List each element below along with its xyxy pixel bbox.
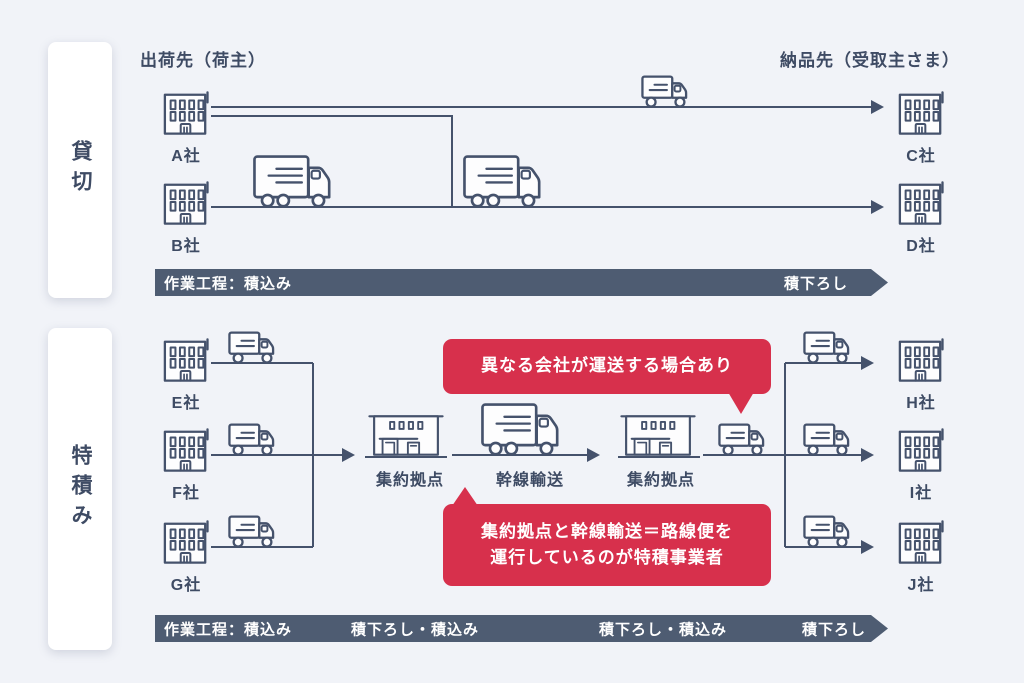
company-c-label: C社 [906, 148, 936, 165]
different-carrier-callout: 異なる会社が運送する場合あり [443, 339, 771, 394]
shipper-header: 出荷先（荷主） [140, 51, 266, 70]
company-b-label: B社 [171, 238, 201, 255]
hub-out-label: 集約拠点 [626, 472, 695, 489]
operator-text-line1: 集約拠点と幹線輸送＝路線便を [481, 521, 733, 541]
operator-callout: 集約拠点と幹線輸送＝路線便を 運行しているのが特積事業者 [443, 504, 771, 586]
section-kashikiri-card: 貸切 [48, 42, 112, 298]
company-g-label: G社 [170, 577, 202, 594]
small-truck-icon [228, 423, 278, 456]
receiver-header: 納品先（受取主さま） [780, 51, 960, 70]
building-icon [162, 425, 210, 473]
warehouse-icon [368, 413, 444, 458]
callout-tail-up [452, 487, 478, 506]
hub-in-label: 集約拠点 [375, 472, 444, 489]
tokutsumi-label: 特積み [69, 444, 92, 534]
building-icon [162, 517, 210, 565]
building-icon [897, 88, 945, 136]
company-f-label: F社 [172, 485, 200, 502]
building-icon [162, 178, 210, 226]
band2-loading-label: 作業工程：積込み [164, 621, 293, 638]
kashikiri-label: 貸切 [69, 140, 92, 200]
small-truck-icon [641, 75, 691, 108]
band1-loading-label: 作業工程：積込み [164, 275, 293, 292]
small-truck-icon [803, 331, 853, 364]
process-band-kashikiri: 作業工程：積込み 積下ろし [155, 269, 888, 296]
building-icon [162, 335, 210, 383]
band1-unloading-label: 積下ろし [783, 275, 848, 292]
company-a-label: A社 [171, 148, 201, 165]
band2-unload-load-label-2: 積下ろし・積込み [599, 621, 728, 638]
process-band-tokutsumi: 作業工程：積込み 積下ろし・積込み 積下ろし・積込み 積下ろし [155, 615, 888, 642]
building-icon [897, 517, 945, 565]
company-i-label: I社 [909, 485, 933, 502]
company-e-label: E社 [171, 395, 201, 412]
warehouse-icon [620, 413, 696, 458]
arrowhead-icons [342, 100, 884, 554]
small-truck-icon [803, 515, 853, 548]
section-tokutsumi-card: 特積み [48, 328, 112, 650]
small-truck-icon [803, 423, 853, 456]
company-j-label: J社 [907, 577, 935, 594]
small-truck-icon [228, 331, 278, 364]
large-truck-icon [253, 155, 337, 208]
band2-unload-load-label-1: 積下ろし・積込み [351, 621, 480, 638]
building-icon [897, 425, 945, 473]
callout-tail-down [728, 392, 754, 414]
company-d-label: D社 [906, 238, 936, 255]
large-truck-icon [463, 155, 547, 208]
small-truck-icon [718, 423, 768, 456]
different-carrier-text: 異なる会社が運送する場合あり [481, 356, 733, 376]
band2-unloading-label: 積下ろし [802, 621, 867, 638]
company-h-label: H社 [906, 395, 936, 412]
operator-text-line2: 運行しているのが特積事業者 [490, 548, 724, 567]
building-icon [162, 88, 210, 136]
building-icon [897, 335, 945, 383]
trunk-transport-label: 幹線輸送 [495, 472, 564, 489]
large-truck-icon [481, 403, 565, 456]
small-truck-icon [228, 515, 278, 548]
building-icon [897, 178, 945, 226]
